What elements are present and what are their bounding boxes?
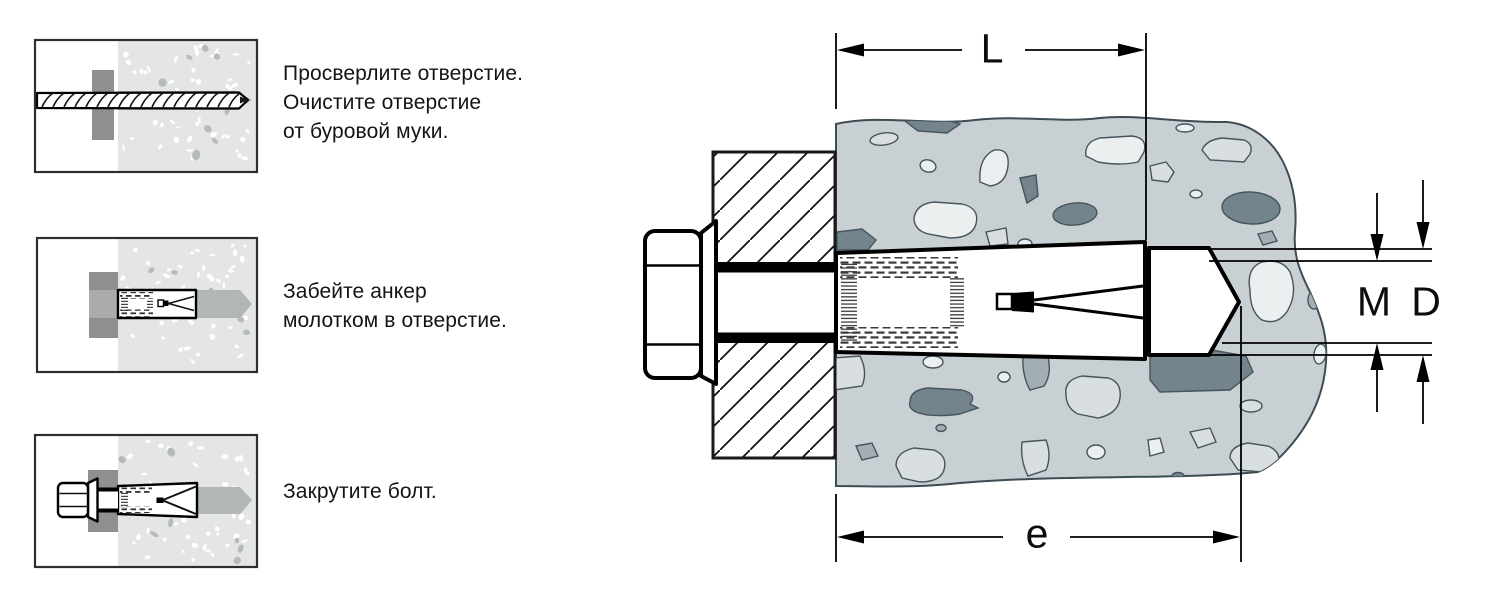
step-3-caption: Закрутите болт. bbox=[283, 480, 437, 503]
step-3-bolt bbox=[56, 477, 118, 523]
main-diagram bbox=[643, 33, 1432, 562]
dimension-D-label: D bbox=[1411, 278, 1441, 325]
step-3-anchor bbox=[116, 481, 199, 519]
dimension-L bbox=[835, 33, 1145, 109]
dimension-D bbox=[1209, 180, 1432, 424]
step-1-caption: Просверлите отверстие. Очистите отверсти… bbox=[283, 62, 524, 143]
dimension-e bbox=[835, 494, 1240, 562]
anchor-sleeve bbox=[834, 240, 1147, 361]
expansion-cone bbox=[1147, 246, 1241, 357]
step-2-fixture bbox=[89, 272, 118, 338]
drill-bit bbox=[35, 91, 250, 110]
hex-bolt-head bbox=[643, 229, 703, 380]
dimension-L-label: L bbox=[980, 25, 1004, 72]
dimension-e-label: e bbox=[1025, 510, 1049, 557]
dimension-M bbox=[1209, 193, 1432, 412]
step-3-panel bbox=[33, 433, 259, 569]
step-2-caption: Забейте анкер молотком в отверстие. bbox=[283, 280, 507, 332]
step-1-panel bbox=[33, 38, 259, 174]
knurl-texture bbox=[840, 257, 964, 348]
bolt-shank bbox=[714, 262, 846, 343]
expansion-slot bbox=[995, 284, 1144, 320]
step-2-anchor bbox=[116, 288, 198, 320]
bolt-flange bbox=[699, 219, 718, 386]
dimension-M-label: M bbox=[1356, 278, 1392, 325]
concrete-aggregate bbox=[836, 116, 1327, 483]
step-2-panel bbox=[35, 236, 259, 374]
